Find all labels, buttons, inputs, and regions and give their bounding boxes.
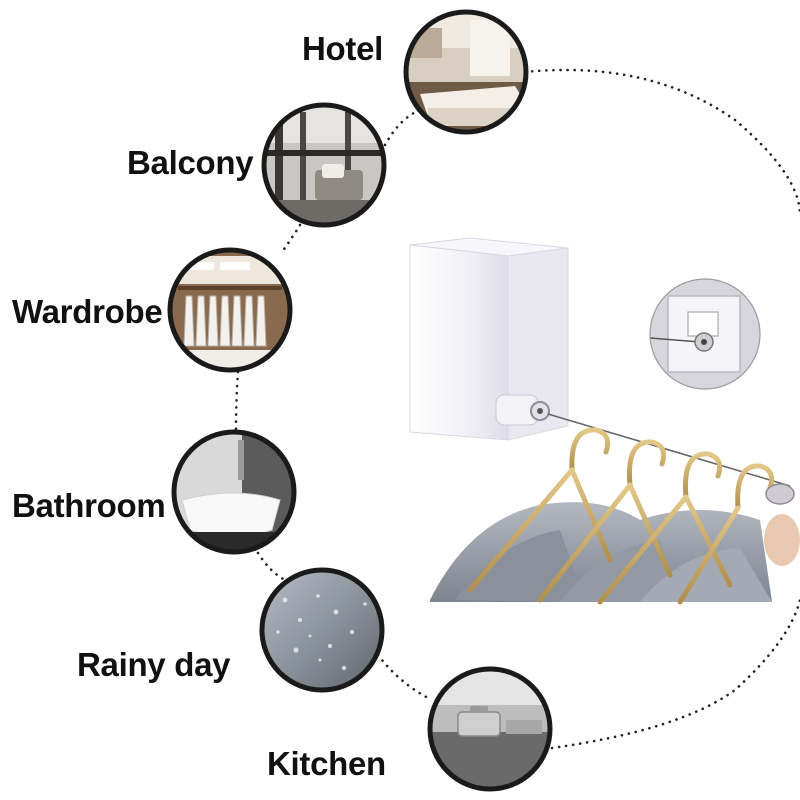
clothes-line xyxy=(547,413,791,487)
scene-label-balcony: Balcony xyxy=(127,144,254,181)
scene-label-bathroom: Bathroom xyxy=(12,487,166,524)
bathroom-photo-icon xyxy=(171,429,297,555)
scene-label-wardrobe: Wardrobe xyxy=(12,293,163,330)
scene-label-kitchen: Kitchen xyxy=(267,745,386,782)
mounting-plate-detail-icon xyxy=(649,278,761,390)
balcony-photo-icon xyxy=(261,102,387,228)
hotel-photo-icon xyxy=(403,9,529,135)
retractable-clothesline-box-icon xyxy=(409,237,569,441)
shirts-on-hangers-icon xyxy=(430,427,800,605)
kitchen-photo-icon xyxy=(427,666,553,792)
wardrobe-photo-icon xyxy=(167,247,293,373)
rainy-day-photo-icon xyxy=(259,567,385,693)
dotted-connector xyxy=(234,68,800,750)
scene-label-hotel: Hotel xyxy=(302,30,384,67)
scene-label-rainy-day: Rainy day xyxy=(77,646,231,683)
